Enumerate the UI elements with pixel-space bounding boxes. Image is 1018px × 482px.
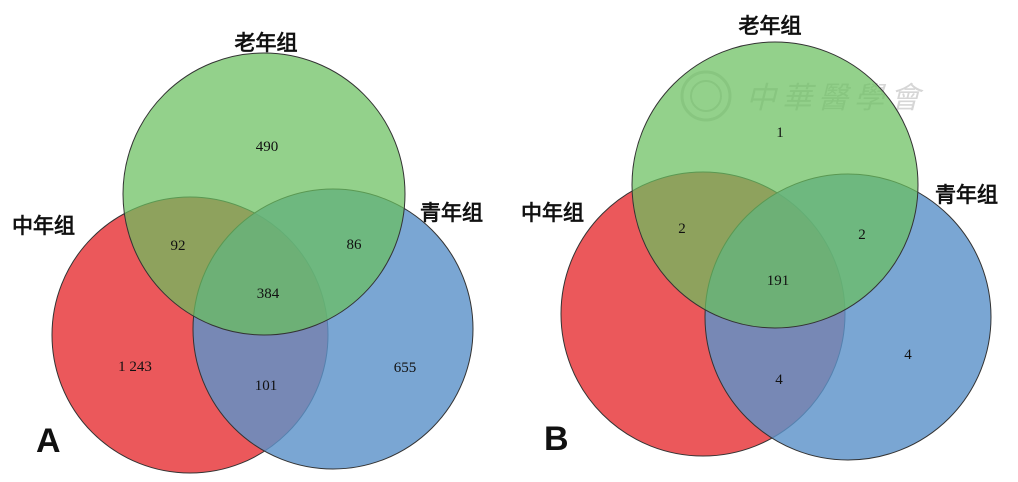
label-middle-b: 中年组 (521, 201, 584, 225)
count-old-middle-b: 2 (678, 221, 686, 237)
label-young-a: 青年组 (420, 201, 483, 225)
count-old-only-b: 1 (776, 125, 784, 141)
count-young-only-b: 4 (904, 347, 912, 363)
label-middle-a: 中年组 (12, 214, 75, 238)
label-old-a: 老年组 (235, 31, 298, 55)
circle-old-a (122, 52, 406, 336)
count-old-only-a: 490 (256, 139, 279, 155)
count-middle-only-a: 1 243 (118, 359, 152, 375)
label-old-b: 老年组 (739, 14, 802, 38)
count-old-young-a: 86 (347, 237, 363, 253)
count-young-only-a: 655 (394, 360, 417, 376)
circle-old-b (631, 41, 919, 329)
count-old-middle-a: 92 (171, 238, 186, 254)
count-middle-young-a: 101 (255, 378, 278, 394)
label-young-b: 青年组 (935, 183, 998, 207)
venn-panel-b: 老年组 中年组 青年组 1 2 2 191 4 4 B (521, 14, 998, 461)
count-all-b: 191 (767, 273, 790, 289)
count-middle-young-b: 4 (775, 372, 783, 388)
panel-letter-a: A (36, 422, 61, 460)
count-old-young-b: 2 (858, 227, 866, 243)
panel-letter-b: B (544, 420, 569, 458)
count-all-a: 384 (257, 286, 280, 302)
venn-panel-a: 老年组 中年组 青年组 490 92 86 384 1 243 101 655 … (12, 31, 483, 474)
